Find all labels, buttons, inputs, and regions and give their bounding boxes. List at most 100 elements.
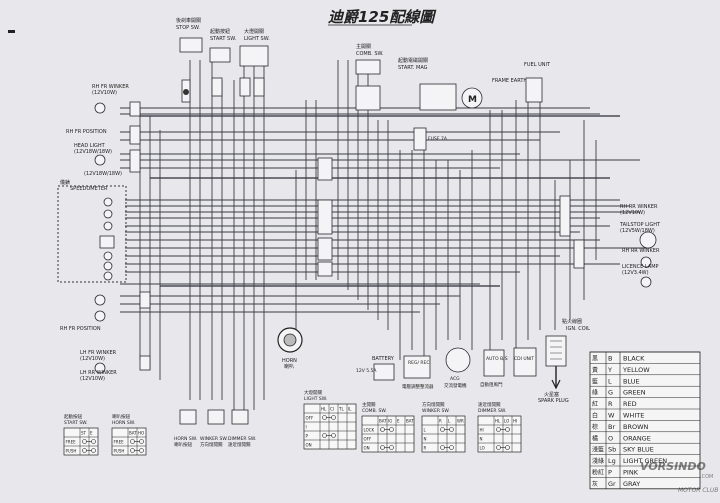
regulator-label: REG/ REC xyxy=(408,360,430,366)
head-light-bulb xyxy=(94,154,106,166)
lh-fr-winker-label: LH FR WINKER xyxy=(80,350,117,356)
spark-plug-label: SPARK PLUG xyxy=(538,398,569,404)
switch-table-col-header: IG xyxy=(388,419,392,424)
legend-cn: 灰 xyxy=(592,480,598,488)
switch-table-title-cn: 起動按鈕 xyxy=(64,413,82,420)
switch-table-col-header: BAT xyxy=(406,419,414,424)
switch-table-title: DIMMER SW. xyxy=(478,408,506,414)
legend-name: GREEN xyxy=(623,389,646,397)
head-light-spec: (12V18W/18W) xyxy=(74,149,112,155)
legend-code: R xyxy=(608,400,613,408)
legend-code: O xyxy=(608,434,613,442)
switch-table-row-label: PUSH xyxy=(114,449,125,454)
switch-table-col-header: TL xyxy=(338,407,344,412)
switch-table-row-label: PUSH xyxy=(66,449,77,454)
rear-lights-group: RH RR WINKER (12V10W) TAILSTOP LIGHT (12… xyxy=(619,204,661,288)
legend-cn: 黑 xyxy=(592,356,598,363)
speedometer-group: 儀錶 SPEEDOMETER xyxy=(57,179,127,283)
rh-fr-winker-label: RH FR WINKER xyxy=(92,84,129,90)
rh-rr-winker-label: RH RR WINKER xyxy=(622,248,660,254)
switch-table-col-header: IL xyxy=(348,407,352,412)
switch-table-col-header: L xyxy=(448,419,451,424)
binder-mark xyxy=(8,30,15,33)
legend-code: Sb xyxy=(608,446,616,454)
legend-code: B xyxy=(608,355,612,363)
left-lower-lights: RH FR POSITION LH FR WINKER (12V10W) LH … xyxy=(60,294,117,382)
comb-switch-group: 主開關 COMB. SW. xyxy=(355,43,384,111)
cdi-unit-box xyxy=(513,347,537,377)
legend-cn: 橘 xyxy=(592,434,598,442)
legend-name: RED xyxy=(623,400,637,408)
start-mag-label: START. MAG xyxy=(398,65,428,71)
dimmer-sw-cn-label-bottom: 遠近燈開關 xyxy=(228,441,251,448)
head-light-label: HEAD LIGHT xyxy=(74,143,106,149)
winker-sw-cn-label-bottom: 方向燈開關 xyxy=(200,441,223,448)
switch-table-col-header: BAT xyxy=(379,419,387,424)
fuel-unit-label: FUEL UNIT xyxy=(524,62,551,68)
switch-table-col-header: HO xyxy=(138,431,144,436)
legend-row: 黑 B BLACK xyxy=(590,351,700,363)
auto-bis-cn-label: 自動阻風門 xyxy=(480,381,503,388)
regulator-cn-label: 電壓調整整流器 xyxy=(402,383,434,390)
auto-bis-box xyxy=(483,349,505,377)
switch-table-title-cn: 方向燈開關 xyxy=(422,401,445,408)
start-mag-cn-label: 起動電磁開關 xyxy=(398,57,428,64)
battery-label: BATTERY xyxy=(372,356,395,362)
switch-table-title: WINKER SW. xyxy=(422,408,450,414)
horn-sw-label-bottom: HORN SW. xyxy=(174,436,197,442)
acg-label: ACG xyxy=(450,376,460,382)
ignition-group: 點火線圈 IGN. COIL 火星塞 SPARK PLUG xyxy=(538,318,590,404)
legend-name: LIGHT GREEN xyxy=(623,457,667,465)
starter-motor xyxy=(461,87,483,109)
legend-name: WHITE xyxy=(623,412,644,420)
switch-table-title: COMB. SW. xyxy=(362,408,387,414)
legend-name: BLACK xyxy=(623,355,645,363)
speedometer-box xyxy=(57,185,127,283)
legend-code: P xyxy=(608,469,612,477)
legend-cn: 藍 xyxy=(592,377,598,385)
licence-lamp-spec: (12V3.4W) xyxy=(622,270,649,276)
switch-table-title-cn: 主開關 xyxy=(362,401,376,408)
legend-code: Gr xyxy=(608,480,616,488)
legend-cn: 紅 xyxy=(592,400,598,408)
legend-name: ORANGE xyxy=(623,434,651,442)
comb-sw-cn-label: 主開關 xyxy=(356,43,371,50)
switch-table-row-label: OFF xyxy=(306,416,314,421)
front-lights-group: RH FR WINKER (12V10W) RH FR POSITION HEA… xyxy=(66,84,129,177)
switch-table-col-header: HI xyxy=(513,419,517,424)
switch-table-col-header: E xyxy=(397,419,400,424)
legend-cn: 淺藍 xyxy=(592,446,604,454)
legend-name: BLUE xyxy=(623,377,640,385)
lh-fr-winker-spec: (12V10W) xyxy=(80,356,105,362)
horn-group: HORN 喇叭 xyxy=(277,327,303,370)
legend-code: L xyxy=(608,377,612,385)
spark-plug-cn-label: 火星塞 xyxy=(544,391,559,398)
rh-fr-position-label: RH FR POSITION xyxy=(66,129,107,135)
battery-group: BATTERY 12V 5.5A REG/ REC 電壓調整整流器 ACG 交流… xyxy=(356,347,537,390)
switch-table-col-header: E xyxy=(90,431,93,436)
starter-relay xyxy=(419,83,457,111)
ign-coil-cn-label: 點火線圈 xyxy=(562,318,582,325)
legend-code: G xyxy=(608,389,613,397)
switch-table-row-label: N xyxy=(480,437,483,442)
switch-table-col-header: HL xyxy=(495,419,501,424)
switch-table-title: START SW. xyxy=(64,420,88,426)
comb-switch xyxy=(355,59,381,75)
switch-table-row-label: OFF xyxy=(364,437,372,442)
stop-sw-cn-label: 後剎車開關 xyxy=(176,17,201,24)
switch-table-col-header: HL xyxy=(321,407,327,412)
auto-bis-label: AUTO B/S xyxy=(486,356,508,362)
switch-table-title: LIGHT SW. xyxy=(304,396,327,402)
lh-rr-winker-label: LH RR WINKER xyxy=(80,370,117,376)
horn-cn-label: 喇叭 xyxy=(284,363,294,370)
cdi-unit-label: CDI UNIT xyxy=(514,356,534,362)
horn-sw-cn-label-bottom: 喇叭按鈕 xyxy=(174,441,192,448)
fuse-holder xyxy=(413,127,427,151)
